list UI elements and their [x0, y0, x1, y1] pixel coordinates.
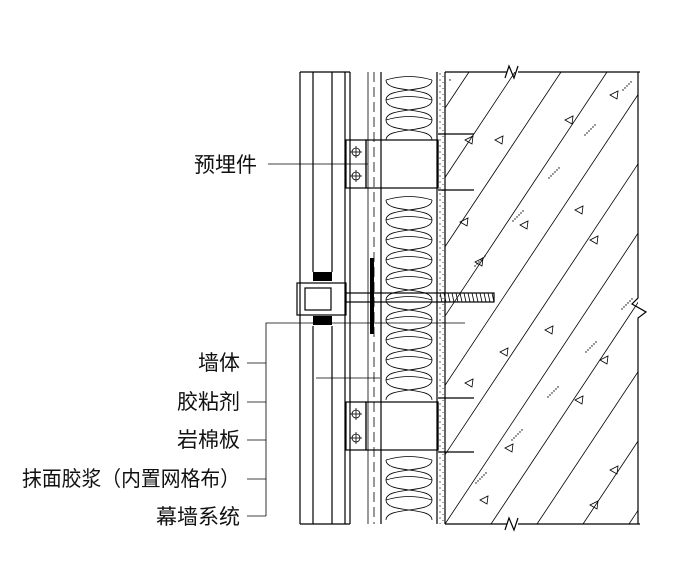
label-plaster-mesh: 抹面胶浆（内置网格布）	[22, 467, 240, 491]
rock-wool-insulation	[367, 72, 438, 524]
leader-lines	[247, 163, 465, 517]
label-wall: 墙体	[198, 351, 240, 375]
concrete-wall	[444, 64, 648, 532]
embedded-bracket-bottom	[345, 397, 474, 453]
curtain-wall-panel	[296, 71, 351, 525]
anchor-bolt	[345, 258, 495, 334]
label-curtain-wall-system: 幕墙系统	[156, 505, 240, 529]
label-embedded-part: 预埋件	[194, 153, 257, 177]
label-adhesive: 胶粘剂	[177, 390, 240, 414]
label-rock-wool-board: 岩棉板	[177, 428, 240, 452]
